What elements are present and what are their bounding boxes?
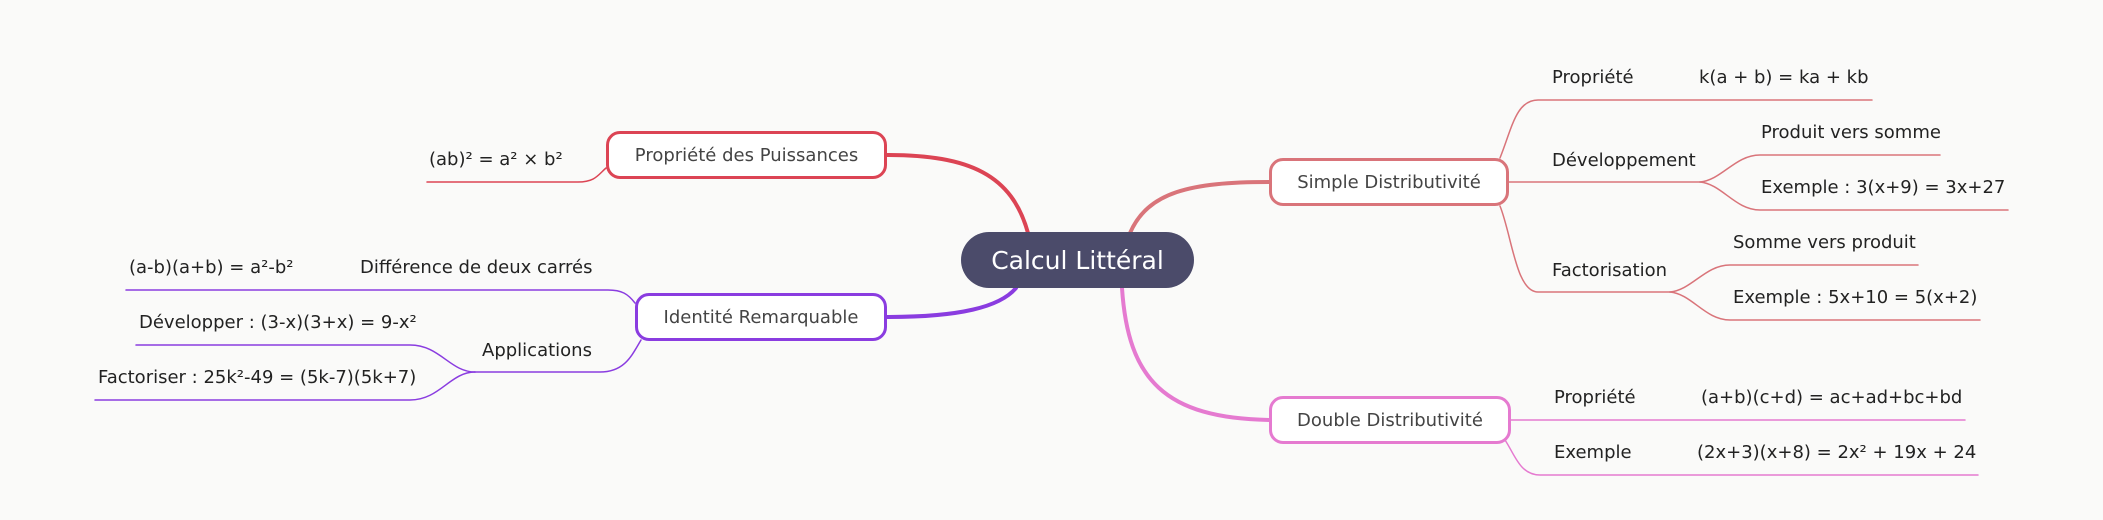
puissances-formula[interactable]: (ab)² = a² × b² bbox=[429, 149, 563, 170]
simple-developpement-sub[interactable]: Produit vers somme bbox=[1761, 122, 1941, 143]
identite-applications-factor[interactable]: Factoriser : 25k²-49 = (5k-7)(5k+7) bbox=[98, 367, 417, 388]
double-exemple-formula[interactable]: (2x+3)(x+8) = 2x² + 19x + 24 bbox=[1697, 442, 1977, 463]
identite-difference-formula[interactable]: (a-b)(a+b) = a²-b² bbox=[129, 257, 294, 278]
simple-developpement-label[interactable]: Développement bbox=[1552, 150, 1696, 171]
simple-factorisation-example[interactable]: Exemple : 5x+10 = 5(x+2) bbox=[1733, 287, 1978, 308]
simple-factorisation-sub[interactable]: Somme vers produit bbox=[1733, 232, 1916, 253]
double-exemple-label[interactable]: Exemple bbox=[1554, 442, 1632, 463]
root-node[interactable]: Calcul Littéral bbox=[961, 232, 1194, 288]
connector-factorisation-sub bbox=[1669, 264, 1919, 293]
topic-simple-distributivite[interactable]: Simple Distributivité bbox=[1269, 158, 1509, 206]
simple-factorisation-label[interactable]: Factorisation bbox=[1552, 260, 1667, 281]
connector-simple-propriete bbox=[1499, 99, 1873, 159]
connector-identite-applications bbox=[474, 339, 642, 373]
connector-root-double bbox=[1120, 286, 1271, 422]
identite-applications-label[interactable]: Applications bbox=[482, 340, 592, 361]
simple-propriete-label[interactable]: Propriété bbox=[1552, 67, 1634, 88]
connector-simple-factorisation bbox=[1499, 205, 1671, 293]
simple-propriete-formula[interactable]: k(a + b) = ka + kb bbox=[1699, 67, 1869, 88]
connector-double-exemple bbox=[1504, 439, 1979, 476]
connector-developpement-example bbox=[1699, 181, 2009, 211]
topic-propriete-puissances[interactable]: Propriété des Puissances bbox=[606, 131, 887, 179]
connector-factorisation-example bbox=[1669, 291, 1981, 321]
connector-developpement-sub bbox=[1699, 154, 1941, 183]
identite-applications-develop[interactable]: Développer : (3-x)(3+x) = 9-x² bbox=[139, 312, 417, 333]
identite-difference-label[interactable]: Différence de deux carrés bbox=[360, 257, 593, 278]
connector-puissances-formula bbox=[426, 167, 607, 183]
connector-applications-factor bbox=[94, 371, 476, 401]
connector-root-puissances bbox=[885, 153, 1030, 235]
topic-identite-remarquable[interactable]: Identité Remarquable bbox=[635, 293, 887, 341]
simple-developpement-example[interactable]: Exemple : 3(x+9) = 3x+27 bbox=[1761, 177, 2006, 198]
connector-applications-develop bbox=[135, 344, 476, 373]
connector-root-identite bbox=[885, 286, 1018, 319]
topic-double-distributivite[interactable]: Double Distributivité bbox=[1269, 396, 1511, 444]
double-propriete-formula[interactable]: (a+b)(c+d) = ac+ad+bc+bd bbox=[1701, 387, 1963, 408]
double-propriete-label[interactable]: Propriété bbox=[1554, 387, 1636, 408]
connector-root-simple bbox=[1128, 180, 1271, 235]
connector-identite-difference bbox=[125, 289, 636, 304]
